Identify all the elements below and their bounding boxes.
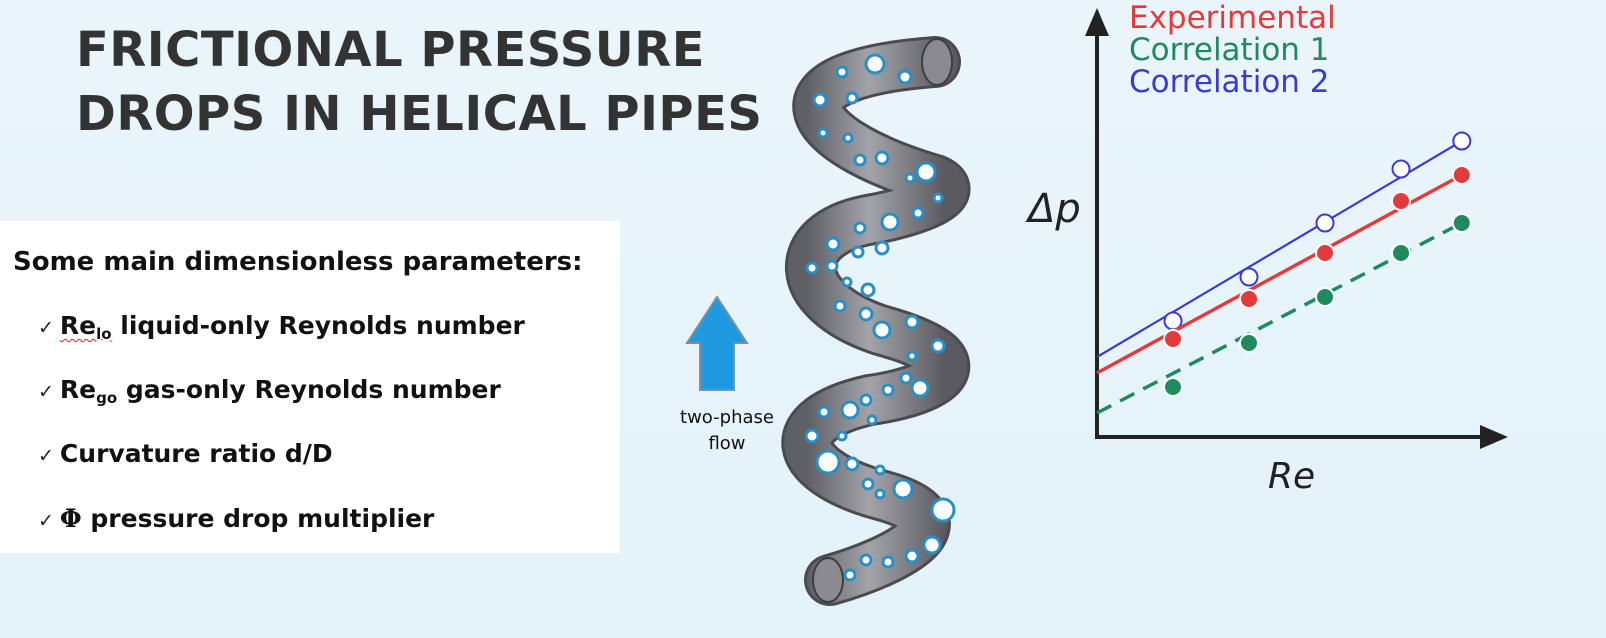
- y-axis-arrow-icon: [1085, 8, 1109, 36]
- parameter-symbol: Φ: [59, 504, 82, 533]
- data-point-experimental: [1315, 243, 1335, 263]
- chart-axes: [1085, 8, 1508, 449]
- parameters-heading-text: Some main dimensionless parameters:: [13, 247, 583, 277]
- x-axis-arrow-icon: [1480, 425, 1508, 449]
- pipe-bottom-end: [812, 557, 844, 603]
- data-point-experimental: [1163, 329, 1183, 349]
- legend-entry-correlation-1: Correlation 1: [1129, 32, 1330, 68]
- parameter-description: pressure drop multiplier: [81, 504, 435, 533]
- parameter-symbol: Relo: [59, 311, 112, 343]
- data-point-correlation-1: [1163, 377, 1183, 397]
- data-point-correlation-1: [1451, 213, 1472, 233]
- helical-pipe-icon: [781, 36, 971, 606]
- data-point-experimental: [1391, 191, 1411, 211]
- flow-label: two-phase flow: [662, 405, 792, 457]
- x-axis-label: Re: [1268, 456, 1315, 497]
- subscript-text: go: [96, 389, 118, 407]
- parameter-description: liquid-only Reynolds number: [111, 311, 525, 340]
- check-mark-icon: ✓: [38, 381, 54, 403]
- flow-label-line-1: two-phase: [680, 407, 774, 428]
- parameter-item-re-lo: ✓Relo liquid-only Reynolds number: [38, 311, 525, 343]
- data-point-correlation-2: [1452, 131, 1472, 151]
- parameters-panel: Some main dimensionless parameters: ✓Rel…: [0, 221, 620, 553]
- data-point-correlation-2: [1239, 267, 1259, 287]
- flow-arrow-icon: [685, 295, 749, 391]
- phi-description-text: pressure drop multiplier: [81, 504, 435, 533]
- data-point-correlation-2: [1391, 159, 1411, 179]
- pipe-top-end: [921, 38, 953, 86]
- subscript-text: lo: [96, 325, 112, 343]
- y-axis-label: Δp: [1025, 186, 1081, 232]
- title-line-2: DROPS IN HELICAL PIPES: [76, 86, 763, 142]
- data-point-experimental: [1239, 289, 1259, 309]
- parameter-description: gas-only Reynolds number: [117, 375, 501, 404]
- data-point-experimental: [1451, 165, 1472, 185]
- check-mark-icon: ✓: [38, 510, 54, 532]
- bubbles-group: [804, 53, 956, 582]
- title-line-1: FRICTIONAL PRESSURE: [76, 22, 705, 78]
- parameter-item-curvature: ✓Curvature ratio d/D: [38, 439, 333, 468]
- parameters-heading: Some main dimensionless parameters:: [13, 247, 583, 277]
- check-mark-icon: ✓: [38, 445, 54, 467]
- legend-entry-correlation-2: Correlation 2: [1129, 64, 1330, 100]
- parameter-item-phi: ✓Φ pressure drop multiplier: [38, 504, 434, 533]
- symbol-text: Re: [59, 311, 97, 340]
- data-point-correlation-1: [1239, 333, 1259, 353]
- check-mark-icon: ✓: [38, 317, 54, 339]
- page-title: FRICTIONAL PRESSURE DROPS IN HELICAL PIP…: [76, 18, 762, 146]
- flow-label-line-2: flow: [708, 433, 746, 454]
- chart-series: [1096, 131, 1472, 415]
- data-point-correlation-1: [1391, 243, 1411, 263]
- data-point-correlation-2: [1315, 213, 1335, 233]
- parameter-description: Curvature ratio d/D: [59, 439, 333, 468]
- legend-entry-experimental: Experimental: [1129, 0, 1336, 36]
- data-point-correlation-1: [1315, 287, 1335, 307]
- parameter-symbol: Rego: [59, 375, 118, 407]
- parameter-item-re-go: ✓Rego gas-only Reynolds number: [38, 375, 501, 407]
- symbol-text: Re: [59, 375, 97, 404]
